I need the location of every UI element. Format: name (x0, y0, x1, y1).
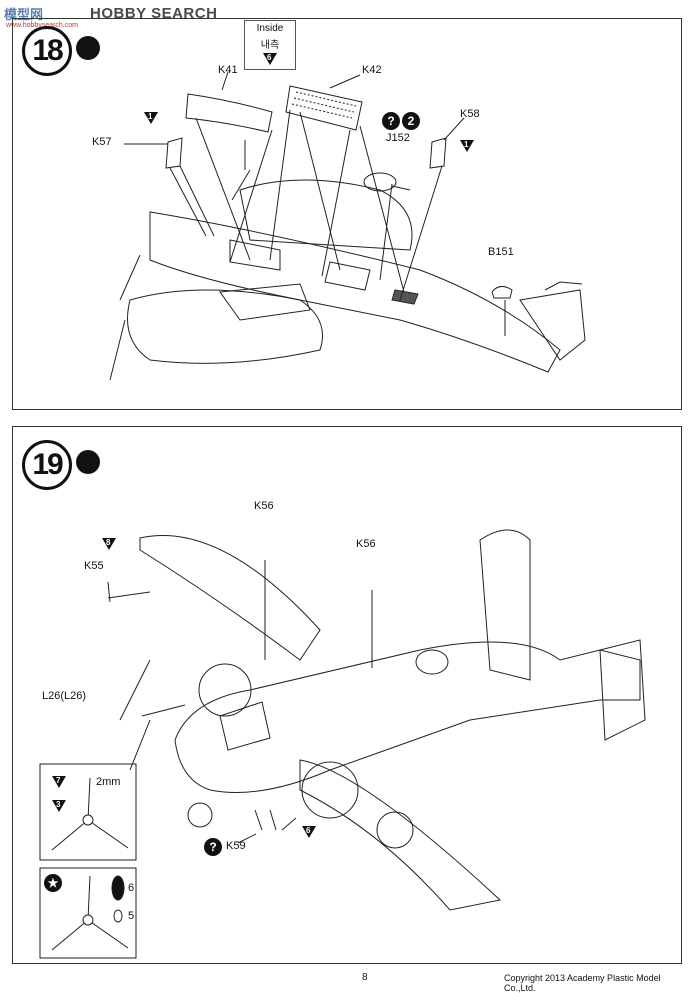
triangle-7-icon: 7 (52, 776, 66, 788)
decal-5-label: 5 (128, 910, 135, 922)
step-18-number: 18 (32, 34, 63, 67)
inside-callout: Inside 내측 6 (244, 20, 296, 70)
step-19-badge: 19 (22, 440, 72, 490)
star-icon: ★ (44, 874, 62, 892)
glue-icon (76, 450, 100, 474)
detail-box-propeller (39, 763, 137, 861)
glue-icon (76, 36, 100, 60)
step-19-frame (12, 426, 682, 964)
part-k57-label: K57 (92, 136, 112, 148)
part-k56-label: K56 (254, 500, 274, 512)
question-icon: ? (382, 112, 400, 130)
step-19-aircraft-drawing (107, 529, 646, 911)
part-k55-label: K55 (84, 560, 104, 572)
part-k56-label: K56 (356, 538, 376, 550)
step-18-badge: 18 (22, 26, 72, 76)
page-number: 8 (362, 972, 368, 983)
triangle-6-icon: 6 (302, 826, 316, 838)
part-k58-label: K58 (460, 108, 480, 120)
part-l26-label: L26(L26) (42, 690, 87, 702)
triangle-8-icon: 8 (102, 538, 116, 550)
question-icon: ? (204, 838, 222, 856)
number-2-icon: 2 (402, 112, 420, 130)
copyright-text: Copyright 2013 Academy Plastic Model Co.… (504, 973, 661, 993)
detail-box-decals (39, 867, 137, 959)
part-b151-label: B151 (488, 246, 514, 258)
step-18-aircraft-drawing (109, 71, 586, 381)
watermark-brand: HOBBY SEARCH (90, 5, 218, 22)
part-k41-label: K41 (218, 64, 238, 76)
dimension-label: 2mm (96, 776, 121, 788)
triangle-3-icon: 3 (52, 800, 66, 812)
step-19-number: 19 (32, 448, 63, 481)
triangle-6-icon: 6 (263, 53, 277, 65)
part-k42-label: K42 (362, 64, 382, 76)
part-j152-label: J152 (386, 132, 410, 144)
part-k59-label: K59 (226, 840, 246, 852)
inside-label-korean: 내측 (260, 40, 280, 51)
inside-label: Inside (256, 23, 284, 34)
step-18-frame (12, 18, 682, 410)
watermark-url: www.hobbysearch.com (6, 22, 78, 29)
triangle-1-icon: 1 (144, 112, 158, 124)
triangle-1-icon: 1 (460, 140, 474, 152)
decal-6-label: 6 (128, 882, 135, 894)
